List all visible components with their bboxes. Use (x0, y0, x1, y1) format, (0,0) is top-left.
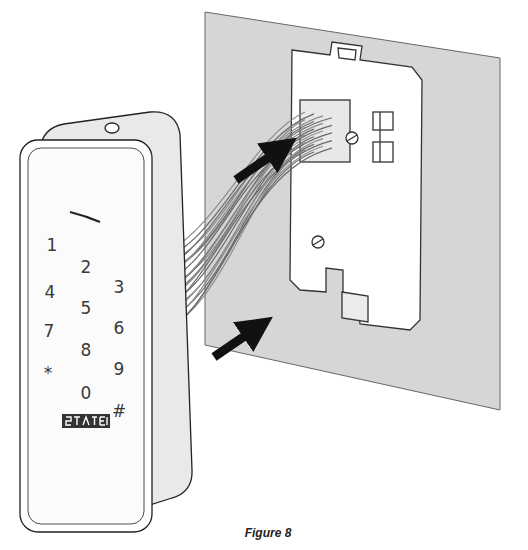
key-label: 4 (45, 284, 56, 301)
key-label: 2 (81, 259, 92, 276)
key-label: # (112, 403, 126, 420)
key-label: 1 (47, 237, 58, 254)
key-label: 7 (44, 323, 55, 340)
key-label: 9 (114, 361, 125, 378)
insert-arrow (236, 148, 282, 180)
mounting-plate (290, 42, 422, 330)
key-label: * (44, 365, 53, 382)
keypad-device (20, 112, 192, 532)
insert-arrow (214, 327, 258, 357)
figure-caption: Figure 8 (245, 526, 292, 540)
key-label: 3 (114, 279, 125, 296)
key-label: 5 (81, 300, 92, 317)
wall (205, 12, 500, 410)
key-label: 8 (81, 342, 92, 359)
key-label: 0 (81, 385, 92, 402)
key-label: 6 (114, 320, 125, 337)
